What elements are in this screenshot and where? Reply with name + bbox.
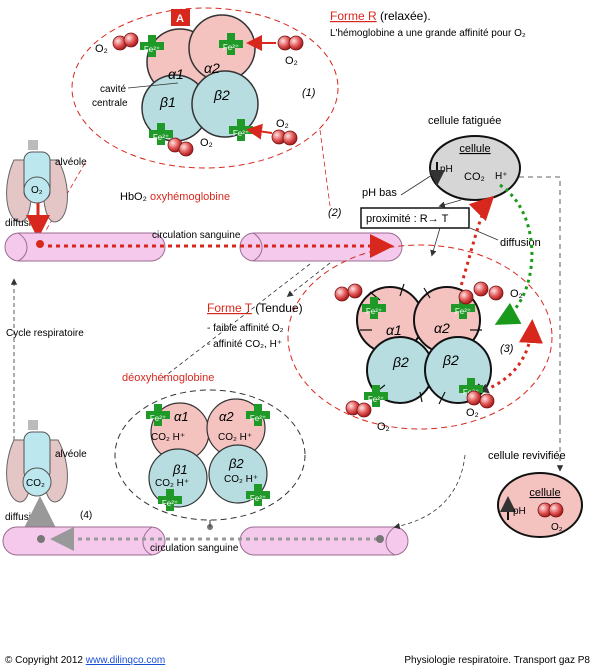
diffusion-label-bottom: diffusion: [5, 512, 42, 523]
label-beta2: β2: [392, 354, 409, 370]
forme-t-heading: Forme T (Tendue): [207, 301, 303, 315]
vessel-top-left: [4, 232, 166, 262]
proximite-label: proximité : R→ T: [366, 213, 449, 225]
co2h-label: CO₂ H⁺: [155, 478, 189, 489]
fe-icon: Fe²⁺: [246, 484, 270, 506]
forme-r-desc: L'hémoglobine a une grande affinité pour…: [330, 28, 526, 39]
svg-text:Fe²⁺: Fe²⁺: [368, 395, 384, 404]
label-alpha1: α1: [174, 409, 189, 424]
fe-icon: Fe²⁺: [146, 404, 170, 426]
lung-bottom: [6, 420, 68, 503]
label-alpha2: α2: [204, 60, 220, 76]
label-beta2: β2: [213, 87, 230, 103]
step4-label: (4): [80, 510, 92, 521]
label-beta2: β2: [228, 456, 244, 471]
fe-icon: Fe²⁺: [140, 35, 164, 57]
o2-label: O₂: [31, 185, 43, 196]
cellule-revivifiee-label: cellule revivifiée: [488, 450, 566, 462]
cellule-label: cellule: [459, 143, 490, 155]
svg-text:Fe²⁺: Fe²⁺: [366, 307, 382, 316]
forme-r-heading: Forme R (relaxée).: [330, 9, 431, 23]
svg-text:Fe²⁺: Fe²⁺: [223, 43, 239, 52]
circulation-label-bottom: circulation sanguine: [150, 543, 239, 554]
o2-label: O₂: [276, 118, 289, 130]
fe-icon: Fe²⁺: [362, 297, 386, 319]
fe-icon: Fe²⁺: [219, 33, 243, 55]
deoxy-group: α1 α2 β1 β2 CO₂ H⁺ CO₂ H⁺ CO₂ H⁺ CO₂ H⁺ …: [146, 398, 270, 511]
ph-label: pH: [513, 506, 526, 517]
fe-icon: Fe²⁺: [246, 404, 270, 426]
alveole-label: alvéole: [55, 449, 87, 460]
label-beta1: β1: [172, 462, 188, 477]
step2-label: (2): [328, 207, 342, 219]
vessel-bottom-right: [239, 526, 409, 556]
svg-text:Fe²⁺: Fe²⁺: [455, 307, 471, 316]
o2-label: O₂: [95, 43, 108, 55]
copyright: © Copyright 2012 www.dilinqco.com: [5, 655, 165, 666]
step3-label: (3): [500, 343, 514, 355]
svg-text:Fe²⁺: Fe²⁺: [250, 414, 266, 423]
fe-icon: Fe²⁺: [158, 489, 182, 511]
cycle-label: Cycle respiratoire: [6, 328, 84, 339]
svg-text:Fe²⁺: Fe²⁺: [144, 45, 160, 54]
svg-text:Fe²⁺: Fe²⁺: [150, 414, 166, 423]
step1-label: (1): [302, 87, 316, 99]
co2h-label: CO₂ H⁺: [151, 432, 185, 443]
o2-label: O₂: [510, 288, 523, 300]
forme-t-group: α1 α2 β2 β2 Fe²⁺ Fe²⁺ Fe²⁺ Fe²⁺ O₂ O₂ O₂…: [334, 281, 523, 433]
svg-text:Fe²⁺: Fe²⁺: [162, 499, 178, 508]
alveole-label: alvéole: [55, 157, 87, 168]
label-beta2: β2: [442, 352, 459, 368]
ph-label: pH: [440, 164, 453, 175]
forme-t-ellipse: [287, 244, 553, 430]
label-cavite: cavité: [100, 84, 127, 95]
o2-label: O₂: [551, 522, 563, 533]
circulation-label-top: circulation sanguine: [152, 230, 241, 241]
deoxy-ellipse: [114, 389, 306, 521]
fe-icon: Fe²⁺: [451, 297, 475, 319]
o2-label: O₂: [285, 55, 298, 67]
lung-top: [6, 140, 68, 223]
badge-text: A: [176, 13, 184, 25]
fe-icon: Fe²⁺: [229, 119, 253, 141]
svg-text:Fe²⁺: Fe²⁺: [153, 133, 169, 142]
label-beta1: β1: [159, 94, 176, 110]
label-centrale: centrale: [92, 98, 128, 109]
label-alpha2: α2: [219, 409, 234, 424]
co2-label: CO₂: [464, 171, 485, 183]
co2h-label: CO₂ H⁺: [224, 474, 258, 485]
o2-label: O₂: [200, 137, 213, 149]
fe-icon: Fe²⁺: [364, 385, 388, 407]
label-alpha1: α1: [168, 66, 184, 82]
label-alpha1: α1: [386, 322, 402, 338]
o2-label: O₂: [377, 421, 390, 433]
forme-t-line2: - affinité CO₂, H⁺: [207, 339, 282, 350]
diffusion-label: diffusion: [5, 218, 42, 229]
cellule-fatiguee-label: cellule fatiguée: [428, 115, 501, 127]
h-label: H⁺: [495, 171, 508, 182]
diffusion-label-right: diffusion: [500, 237, 541, 249]
vessel-bottom-left: [2, 526, 166, 556]
co2-label: CO₂: [26, 478, 45, 489]
deoxy-label: déoxyhémoglobine: [122, 372, 214, 384]
o2-label: O₂: [466, 407, 479, 419]
footer-right: Physiologie respiratoire. Transport gaz …: [404, 655, 590, 666]
svg-text:Fe²⁺: Fe²⁺: [233, 129, 249, 138]
fe-icon: Fe²⁺: [149, 123, 173, 145]
forme-r-group: A α1 α2 β1 β2 cavité centrale Fe²⁺ Fe²⁺ …: [71, 7, 339, 169]
forme-t-line1: - faible affinité O₂: [207, 323, 284, 334]
hbo2-label: HbO₂ oxyhémoglobine: [120, 191, 230, 203]
copyright-link[interactable]: www.dilinqco.com: [85, 655, 165, 666]
svg-text:Fe²⁺: Fe²⁺: [250, 494, 266, 503]
label-alpha2: α2: [434, 320, 450, 336]
ph-bas-label: pH bas: [362, 187, 397, 199]
co2h-label: CO₂ H⁺: [218, 432, 252, 443]
badge-a: [171, 9, 190, 26]
cellule-label: cellule: [529, 487, 560, 499]
